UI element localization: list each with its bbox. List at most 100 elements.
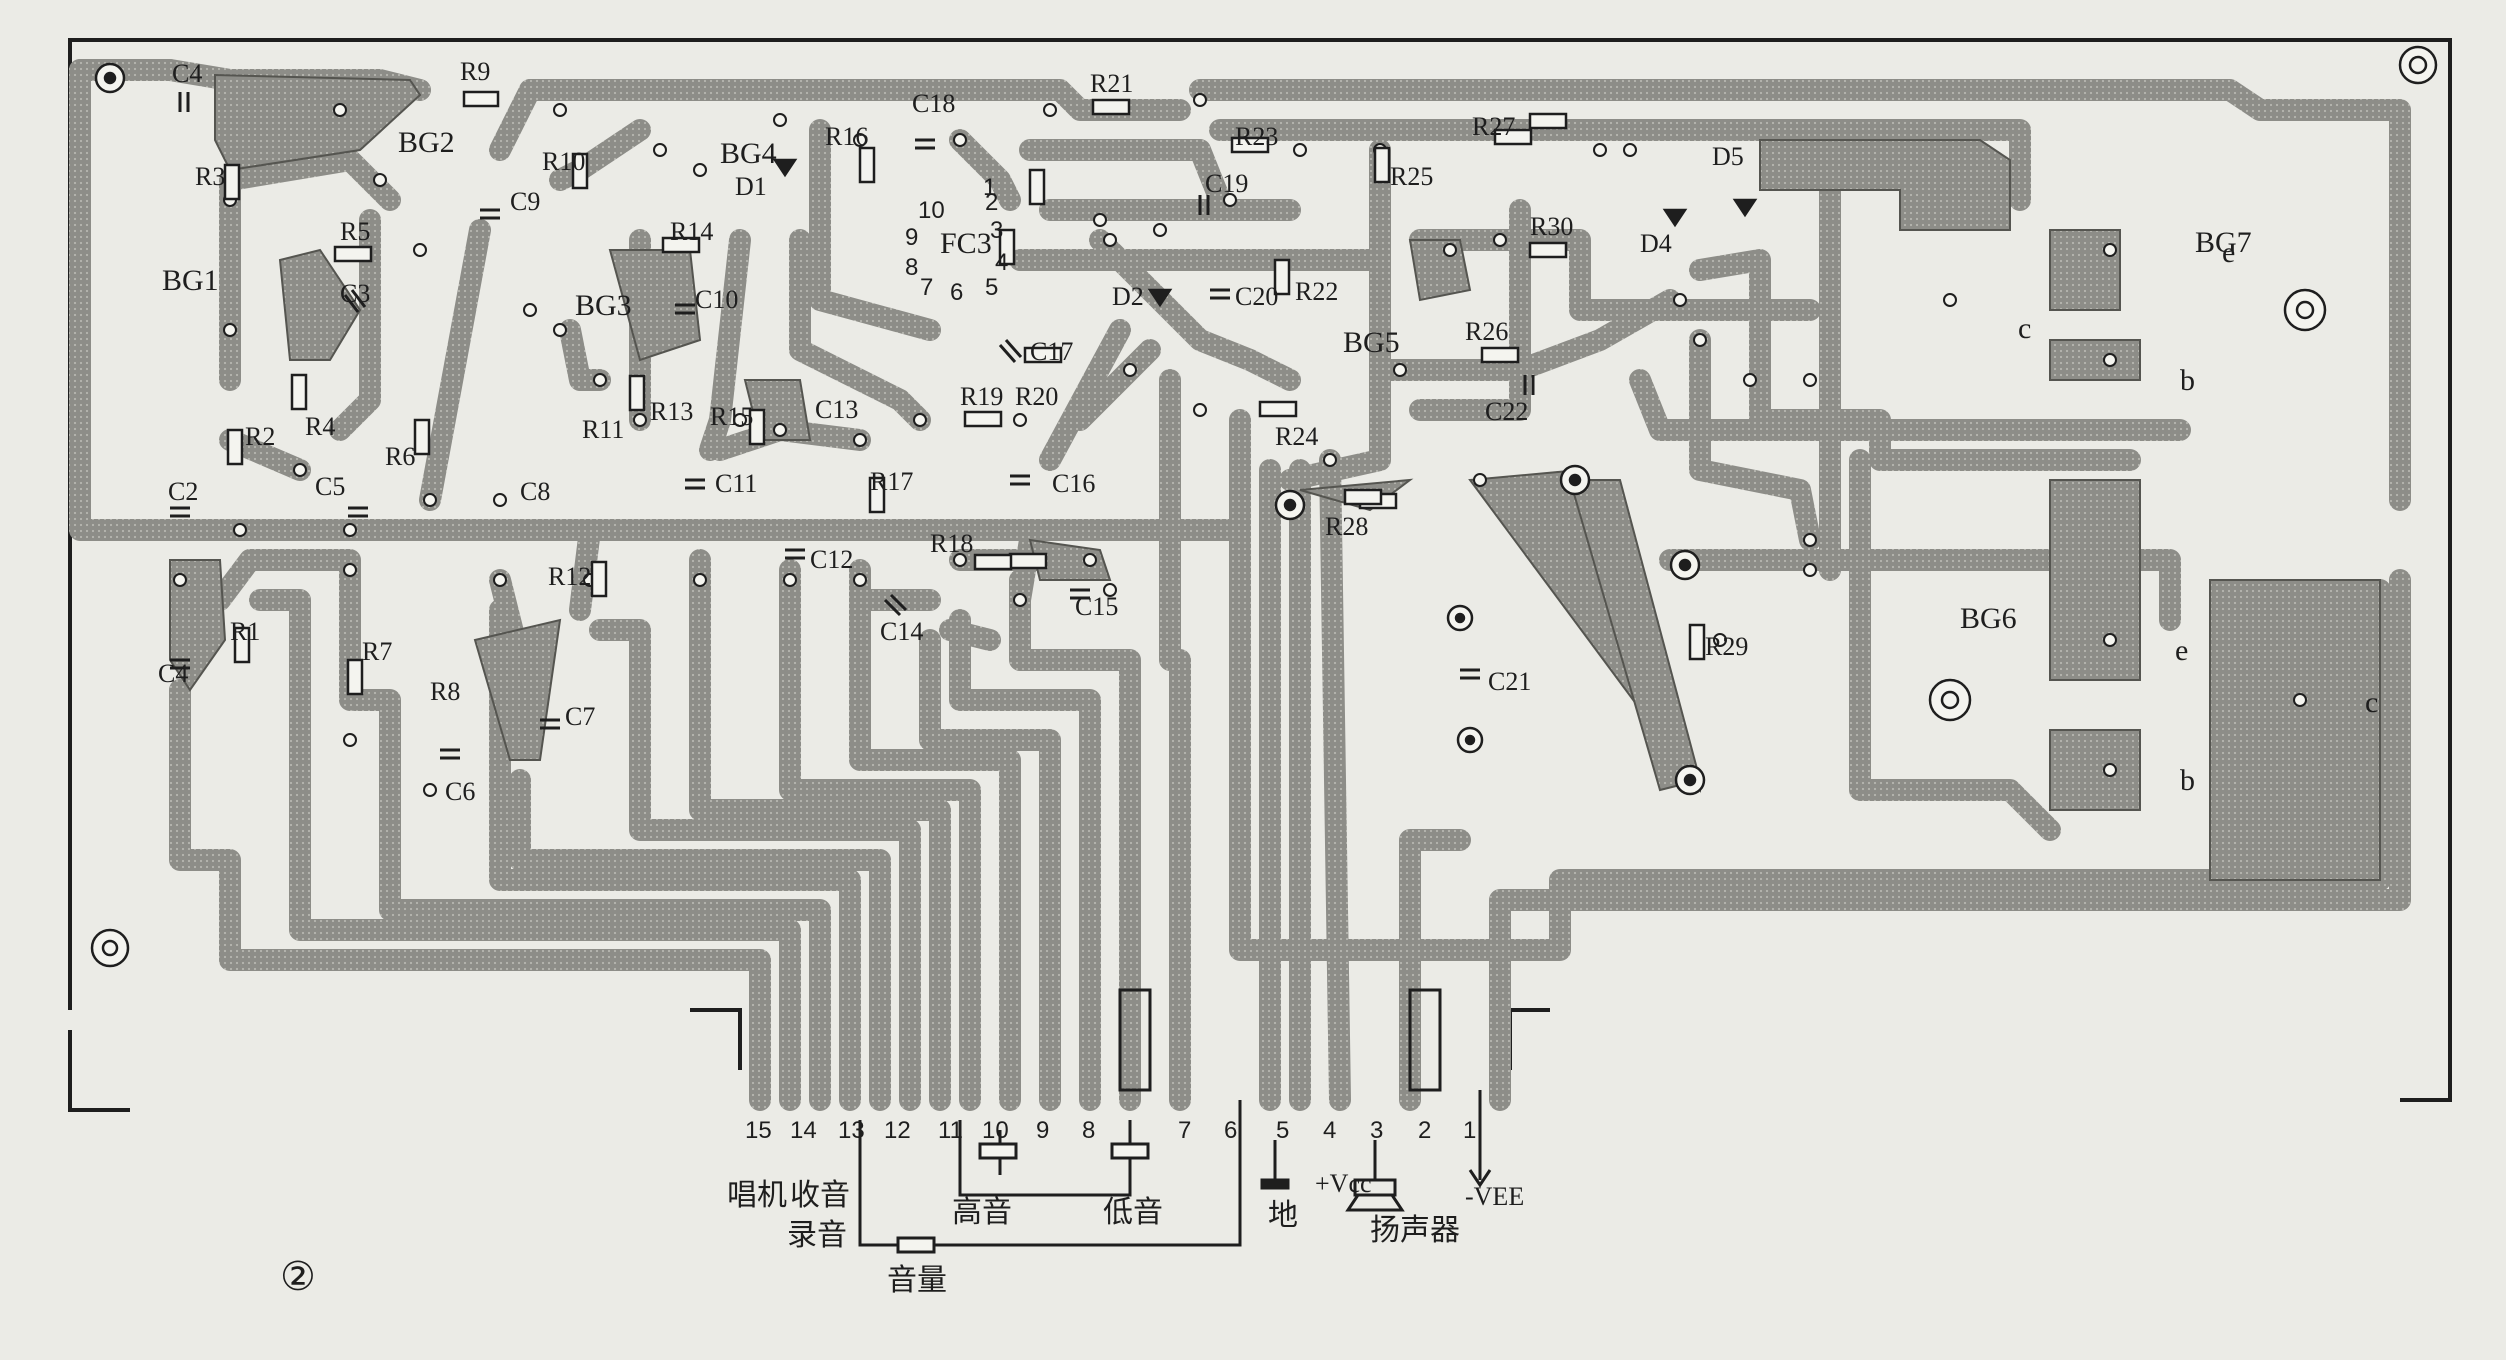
cap-label-c7: C7 [565, 702, 595, 731]
terminal-12: 12 [884, 1117, 911, 1144]
res-label-r19: R19 [960, 382, 1003, 411]
res-label-r25: R25 [1390, 162, 1433, 191]
fc3-pin-2: 2 [985, 189, 998, 216]
terminal-2: 2 [1418, 1117, 1431, 1144]
label-ground: 地 [1268, 1198, 1298, 1233]
res-label-r18: R18 [930, 529, 973, 558]
bg7-pin-e: e [2222, 236, 2235, 269]
filter-fc3-pins: 1 2 3 4 5 6 7 8 9 10 [905, 174, 1008, 306]
res-label-r27: R27 [1472, 112, 1515, 141]
cap-label-c22: C22 [1485, 397, 1528, 426]
pcb-holes [90, 45, 2438, 968]
res-label-r11: R11 [582, 415, 624, 444]
fc3-pin-3: 3 [990, 217, 1003, 244]
label-volume: 音量 [887, 1263, 947, 1298]
cap-label-c18: C18 [912, 89, 955, 118]
fc3-pin-1: 1 [983, 174, 996, 201]
label-treble: 高音 [952, 1195, 1012, 1230]
res-label-r3: R3 [195, 162, 225, 191]
terminal-10: 10 [982, 1117, 1009, 1144]
cap-label-c11: C11 [715, 469, 757, 498]
res-label-r13: R13 [650, 397, 693, 426]
component-symbols [170, 90, 1758, 760]
cap-label-c6: C6 [445, 777, 475, 806]
diode-label-d1: D1 [735, 172, 767, 201]
terminal-15: 15 [745, 1117, 772, 1144]
cap-label-c20: C20 [1235, 282, 1278, 311]
fc3-pin-8: 8 [905, 254, 918, 281]
res-label-r20: R20 [1015, 382, 1058, 411]
fc3-pin-4: 4 [995, 249, 1008, 276]
cap-label-c3: C3 [340, 279, 370, 308]
res-label-r16: R16 [825, 122, 868, 151]
terminal-11: 11 [938, 1117, 963, 1144]
terminal-14: 14 [790, 1117, 817, 1144]
bg6-pin-e: e [2175, 634, 2188, 667]
terminal-numbers: 15 14 13 12 11 10 9 8 7 6 5 4 3 2 1 [745, 1117, 1476, 1144]
cap-label-c10: C10 [695, 285, 738, 314]
cap-label-c13: C13 [815, 395, 858, 424]
res-label-r24: R24 [1275, 422, 1318, 451]
res-label-r28: R28 [1325, 512, 1368, 541]
res-label-r17: R17 [870, 467, 913, 496]
terminal-7: 7 [1178, 1117, 1191, 1144]
res-label-r29: R29 [1705, 632, 1748, 661]
cap-label-c15: C15 [1075, 592, 1118, 621]
diode-label-d2: D2 [1112, 282, 1144, 311]
label-radio: 收音 [790, 1178, 850, 1213]
res-label-r26: R26 [1465, 317, 1508, 346]
label-phono: 唱机 [727, 1178, 787, 1213]
transistor-label-bg6: BG6 [1960, 602, 2017, 635]
res-label-r9: R9 [460, 57, 490, 86]
cap-label-c21: C21 [1488, 667, 1531, 696]
terminal-6: 6 [1224, 1117, 1237, 1144]
cap-label-c4-bottom: C4 [158, 659, 188, 688]
label-bass: 低音 [1103, 1195, 1163, 1230]
terminal-block [858, 988, 1492, 1254]
bg6-pin-c: c [2365, 686, 2378, 719]
res-label-r30: R30 [1530, 212, 1573, 241]
res-label-r10: R10 [542, 147, 585, 176]
fc3-pin-5: 5 [985, 274, 998, 301]
transistor-label-bg3: BG3 [575, 289, 632, 322]
res-label-r6: R6 [385, 442, 415, 471]
bg7-pin-c: c [2018, 312, 2031, 345]
terminal-9: 9 [1036, 1117, 1049, 1144]
transistor-label-bg1: BG1 [162, 264, 219, 297]
label-speaker: 扬声器 [1370, 1213, 1460, 1248]
diode-label-d5: D5 [1712, 142, 1744, 171]
diode-label-d4: D4 [1640, 229, 1672, 258]
res-label-r15: R15 [710, 402, 753, 431]
res-label-r8: R8 [430, 677, 460, 706]
res-label-r12: R12 [548, 562, 591, 591]
terminal-5: 5 [1276, 1117, 1289, 1144]
fc3-pin-9: 9 [905, 224, 918, 251]
figure-number: ② [280, 1254, 316, 1299]
res-label-r21: R21 [1090, 69, 1133, 98]
res-label-r7: R7 [362, 637, 392, 666]
cap-label-c16: C16 [1052, 469, 1095, 498]
res-label-r22: R22 [1295, 277, 1338, 306]
terminal-1: 1 [1463, 1117, 1476, 1144]
terminal-13: 13 [838, 1117, 865, 1144]
cap-label-c17: C17 [1030, 337, 1073, 366]
label-record: 录音 [787, 1218, 847, 1253]
transistor-label-bg4: BG4 [720, 137, 777, 170]
fc3-pin-7: 7 [920, 274, 933, 301]
transistor-label-bg5: BG5 [1343, 326, 1400, 359]
filter-label-fc3: FC3 [940, 227, 992, 260]
terminal-8: 8 [1082, 1117, 1095, 1144]
cap-label-c9: C9 [510, 187, 540, 216]
transistor-label-bg7: BG7 [2195, 226, 2252, 259]
res-label-r5: R5 [340, 217, 370, 246]
cap-label-c19: C19 [1205, 169, 1248, 198]
res-label-r1: R1 [230, 617, 260, 646]
cap-label-c8: C8 [520, 477, 550, 506]
bg7-pin-b: b [2180, 364, 2195, 397]
cap-label-c5: C5 [315, 472, 345, 501]
terminal-4: 4 [1323, 1117, 1336, 1144]
label-vee: -VEE [1465, 1182, 1524, 1211]
res-label-r4: R4 [305, 412, 335, 441]
fc3-pin-10: 10 [918, 197, 945, 224]
